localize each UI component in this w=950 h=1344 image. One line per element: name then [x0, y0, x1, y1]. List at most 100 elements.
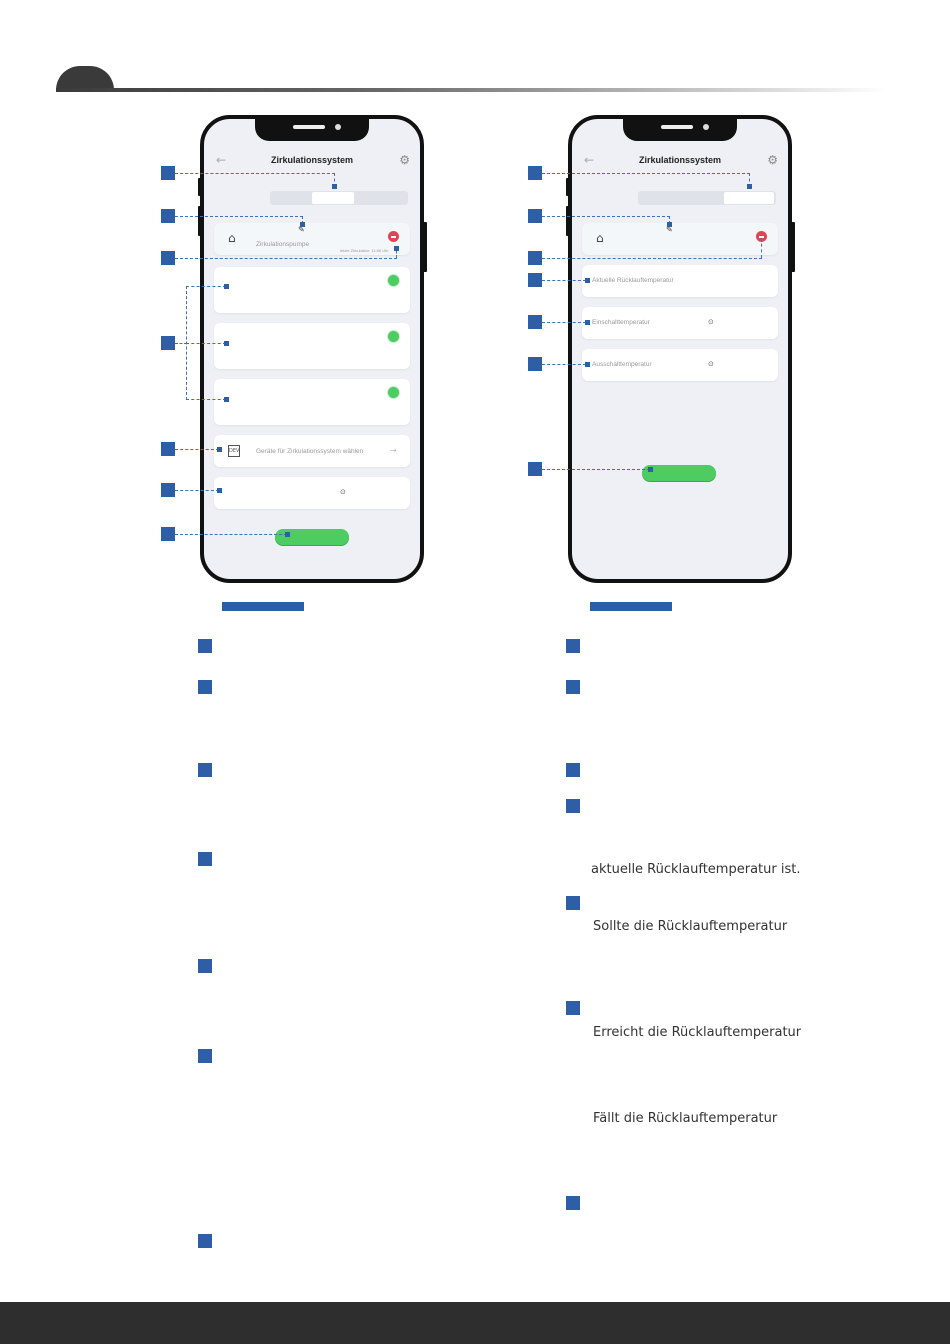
header-tab: [56, 66, 114, 90]
back-arrow-icon[interactable]: ←: [584, 153, 595, 167]
switch-off-temp-row[interactable]: Ausschalttemperatur ⊙: [582, 349, 778, 381]
callout-line: [186, 399, 226, 400]
pump-card[interactable]: ⌂ ✎: [582, 223, 778, 255]
clock-icon[interactable]: ⊙: [708, 360, 714, 368]
switch-on-temp-row[interactable]: Einschalttemperatur ⊙: [582, 307, 778, 339]
callout-line: [542, 258, 762, 259]
device-card[interactable]: [214, 323, 410, 369]
clock-icon[interactable]: ⊙: [340, 488, 346, 496]
callout-marker: [161, 483, 175, 497]
page-footer: [0, 1302, 950, 1344]
home-icon: ⌂: [228, 231, 236, 245]
callout-marker: [161, 251, 175, 265]
mode-switch-selected[interactable]: [724, 192, 774, 204]
phone-right: ← Zirkulationssystem ⚙ ⌂ ✎ Aktuelle Rück…: [568, 115, 792, 583]
callout-marker: [528, 251, 542, 265]
body-text: Fällt die Rücklauftemperatur: [593, 1111, 778, 1126]
mode-switch-selected[interactable]: [312, 192, 354, 204]
callout-line: [302, 216, 303, 224]
status-on-icon[interactable]: [388, 275, 399, 286]
callout-dot: [747, 184, 752, 189]
phone-side-button: [423, 222, 427, 272]
list-marker: [566, 680, 580, 694]
callout-line: [175, 258, 397, 259]
callout-marker: [528, 209, 542, 223]
callout-dot: [394, 246, 399, 251]
callout-line: [175, 343, 187, 344]
callout-dot: [285, 532, 290, 537]
list-marker: [198, 763, 212, 777]
clock-icon[interactable]: ⊙: [708, 318, 714, 326]
callout-line: [334, 173, 335, 187]
list-marker: [198, 959, 212, 973]
list-marker: [566, 1196, 580, 1210]
list-marker: [198, 1049, 212, 1063]
callout-line: [542, 469, 650, 470]
status-on-icon[interactable]: [388, 387, 399, 398]
callout-marker: [161, 209, 175, 223]
phone-side-button: [791, 222, 795, 272]
screen-title: Zirkulationssystem: [270, 155, 354, 165]
list-marker: [566, 896, 580, 910]
caption-bar-right: [590, 602, 672, 611]
current-return-temp-label: Aktuelle Rücklauftemperatur: [592, 277, 674, 284]
timer-row[interactable]: ⊙: [214, 477, 410, 509]
gear-icon[interactable]: ⚙: [399, 153, 410, 167]
callout-line: [542, 280, 586, 281]
callout-line: [542, 216, 670, 217]
select-devices-row[interactable]: DEV Geräte für Zirkulationssystem wählen…: [214, 435, 410, 467]
phone-notch: [623, 119, 737, 141]
save-button[interactable]: [275, 529, 349, 545]
current-return-temp-row: Aktuelle Rücklauftemperatur: [582, 265, 778, 297]
phone-left: ← Zirkulationssystem ⚙ ⌂ ✎ Zirkulationsp…: [200, 115, 424, 583]
pump-card[interactable]: ⌂ ✎ Zirkulationspumpe letzte Zirkulation…: [214, 223, 410, 255]
device-icon: DEV: [228, 445, 240, 457]
callout-marker: [528, 166, 542, 180]
back-arrow-icon[interactable]: ←: [216, 153, 227, 167]
mode-switch[interactable]: [270, 191, 408, 205]
callout-line: [542, 364, 586, 365]
callout-dot: [332, 184, 337, 189]
callout-dot: [667, 222, 672, 227]
callout-line: [175, 534, 287, 535]
home-icon: ⌂: [596, 231, 604, 245]
callout-marker: [161, 527, 175, 541]
callout-marker: [161, 442, 175, 456]
callout-line: [186, 286, 226, 287]
callout-dot: [217, 447, 222, 452]
status-off-icon[interactable]: [756, 231, 767, 242]
device-card[interactable]: [214, 379, 410, 425]
list-marker: [566, 639, 580, 653]
last-circulation: letzte Zirkulation: 11:56 Uhr: [340, 248, 389, 253]
edit-icon[interactable]: ✎: [298, 225, 305, 234]
header-rule: [56, 88, 886, 92]
callout-line: [175, 173, 335, 174]
callout-line: [542, 173, 750, 174]
list-marker: [566, 799, 580, 813]
callout-dot: [224, 397, 229, 402]
callout-line: [761, 238, 762, 258]
list-marker: [198, 639, 212, 653]
callout-dot: [585, 320, 590, 325]
list-marker: [198, 1234, 212, 1248]
callout-dot: [224, 341, 229, 346]
callout-line: [175, 490, 219, 491]
callout-marker: [528, 357, 542, 371]
mode-switch[interactable]: [638, 191, 776, 205]
callout-line: [175, 449, 219, 450]
select-devices-label: Geräte für Zirkulationssystem wählen: [256, 448, 364, 455]
list-marker: [198, 680, 212, 694]
list-marker: [566, 763, 580, 777]
callout-line: [396, 246, 397, 258]
status-on-icon[interactable]: [388, 331, 399, 342]
callout-dot: [217, 488, 222, 493]
body-text: Sollte die Rücklauftemperatur: [593, 919, 788, 934]
body-text: aktuelle Rücklauftemperatur ist.: [591, 862, 801, 877]
edit-icon[interactable]: ✎: [666, 225, 673, 234]
body-text: Erreicht die Rücklauftemperatur: [593, 1025, 802, 1040]
gear-icon[interactable]: ⚙: [767, 153, 778, 167]
switch-on-temp-label: Einschalttemperatur: [592, 319, 650, 326]
device-card[interactable]: [214, 267, 410, 313]
status-off-icon[interactable]: [388, 231, 399, 242]
save-button[interactable]: [642, 465, 716, 481]
